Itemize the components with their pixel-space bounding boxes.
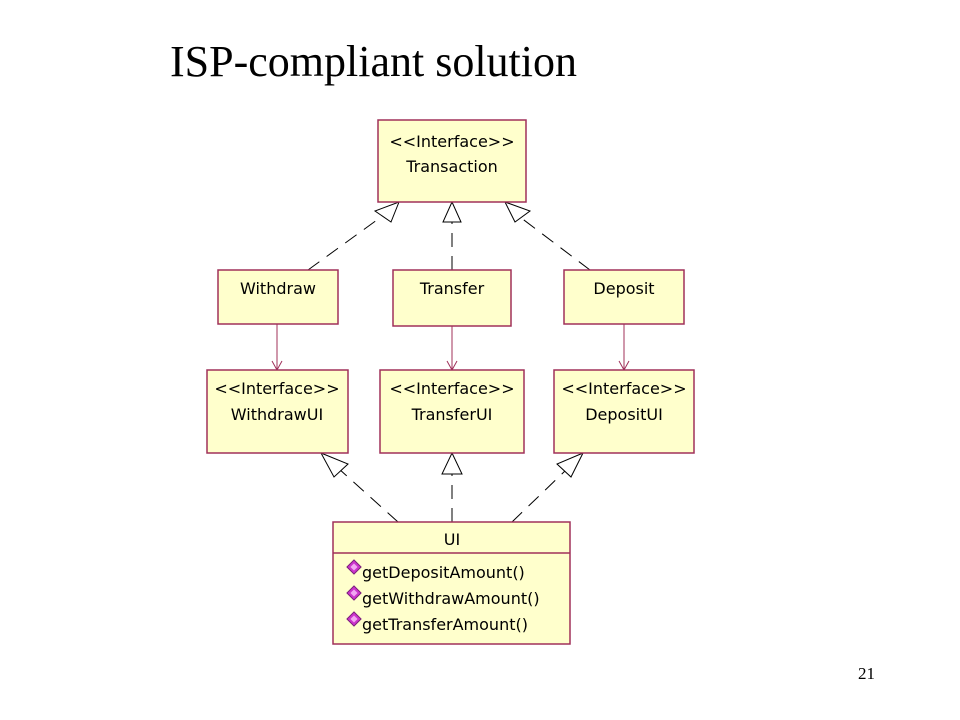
edge-deposit-transaction <box>515 213 591 271</box>
transfer-ui-name: TransferUI <box>411 405 493 424</box>
transfer-ui-stereotype: <<Interface>> <box>389 379 514 398</box>
edge-ui-withdrawui <box>337 467 399 523</box>
deposit-ui-name: DepositUI <box>585 405 663 424</box>
realization-edges <box>307 211 591 523</box>
triangle-head-transaction-left <box>373 201 400 223</box>
ui-operation-row: getWithdrawAmount() <box>346 585 540 608</box>
class-withdraw: Withdraw <box>217 269 339 325</box>
operation-icon <box>346 585 362 601</box>
class-ui: UI getDepositAmount() getWithdrawAmount(… <box>332 521 571 645</box>
ui-operation-row: getTransferAmount() <box>346 611 528 634</box>
transaction-name: Transaction <box>405 157 498 176</box>
triangle-head-depositui <box>556 452 585 478</box>
class-deposit-ui: <<Interface>> DepositUI <box>553 369 695 454</box>
triangle-head-withdrawui <box>319 452 349 478</box>
deposit-name: Deposit <box>593 279 654 298</box>
class-transaction: <<Interface>> Transaction <box>377 119 527 203</box>
generalization-heads <box>319 200 585 478</box>
ui-operation-get-withdraw-amount: getWithdrawAmount() <box>362 589 540 608</box>
edge-withdraw-transaction <box>307 211 389 271</box>
withdraw-ui-stereotype: <<Interface>> <box>214 379 339 398</box>
dependency-edges <box>271 324 630 372</box>
class-transfer: Transfer <box>392 269 512 327</box>
triangle-head-transferui <box>441 451 463 475</box>
ui-name: UI <box>444 530 460 549</box>
ui-operation-row: getDepositAmount() <box>346 559 525 582</box>
deposit-ui-stereotype: <<Interface>> <box>561 379 686 398</box>
transfer-name: Transfer <box>419 279 485 298</box>
class-withdraw-ui: <<Interface>> WithdrawUI <box>206 369 349 454</box>
ui-operation-get-deposit-amount: getDepositAmount() <box>362 563 525 582</box>
withdraw-name: Withdraw <box>240 279 316 298</box>
triangle-head-transaction-center <box>442 200 462 223</box>
ui-operation-get-transfer-amount: getTransferAmount() <box>362 615 528 634</box>
class-transfer-ui: <<Interface>> TransferUI <box>379 369 525 454</box>
transaction-stereotype: <<Interface>> <box>389 132 514 151</box>
withdraw-ui-name: WithdrawUI <box>231 405 323 424</box>
class-deposit: Deposit <box>563 269 685 325</box>
edge-ui-depositui <box>511 469 567 523</box>
slide-title: ISP-compliant solution <box>170 37 577 86</box>
operation-icon <box>346 559 362 575</box>
triangle-head-transaction-right <box>503 201 532 223</box>
operation-icon <box>346 611 362 627</box>
page-number: 21 <box>858 664 875 683</box>
